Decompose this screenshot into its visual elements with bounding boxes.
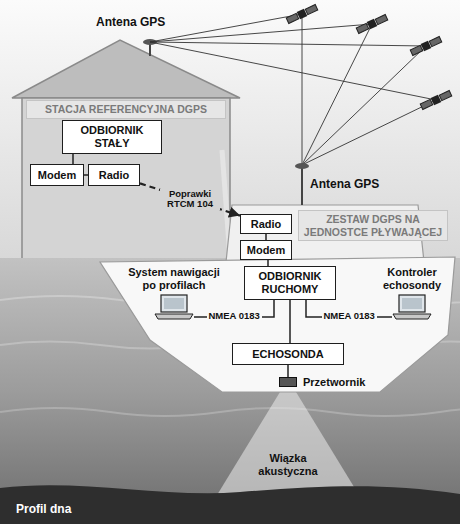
satellite-ray	[150, 42, 436, 100]
connector	[289, 300, 291, 343]
antenna-mast	[149, 44, 151, 56]
label-holder: Antena GPS	[310, 178, 379, 192]
laptop-screen	[399, 295, 425, 312]
connector	[72, 154, 74, 164]
reference-station: STACJA REFERENCYJNA DGPS ODBIORNIK STAŁY M…	[12, 92, 240, 192]
radio-box: Radio	[240, 214, 292, 234]
receiver-box: ODBIORNIK STAŁY	[62, 120, 162, 154]
laptop-screen	[161, 295, 187, 312]
wave	[0, 408, 460, 416]
label-holder: Profil dna	[16, 503, 71, 517]
heading-band: ZESTAW DGPS NA JEDNOSTCE PŁYWAJĄCEJ	[298, 210, 448, 241]
box-label: ECHOSONDA	[252, 348, 324, 361]
satellite-icon	[356, 14, 388, 35]
transducer-label: Przetwornik	[303, 376, 365, 388]
heading-band: STACJA REFERENCYJNA DGPS	[26, 100, 226, 119]
satellite-rays	[150, 14, 436, 165]
edge-label: Poprawki RTCM 104	[160, 189, 220, 211]
laptop-display	[164, 298, 184, 309]
satellite-ray	[150, 42, 426, 46]
satellite-ray	[302, 14, 303, 165]
box-label: ODBIORNIK STAŁY	[67, 124, 157, 149]
label-holder: NMEA 0183	[207, 311, 262, 322]
beam-label: Wiązka akustyczna	[248, 452, 328, 477]
laptop-icon	[154, 294, 194, 320]
house-roof	[12, 40, 240, 98]
antenna-mast	[301, 168, 303, 205]
laptop-display	[402, 298, 422, 309]
transducer-block	[279, 377, 297, 387]
satellite-icon	[286, 4, 318, 25]
satellite-icon	[420, 90, 452, 111]
seabed-label: Profil dna	[16, 503, 71, 517]
laptop-label: System nawigacji po profilach	[120, 266, 228, 292]
label-holder: Poprawki RTCM 104	[160, 189, 220, 211]
edge-label: NMEA 0183	[322, 311, 377, 322]
satellite-ray	[150, 14, 302, 42]
connector	[287, 365, 289, 377]
satellite-ray	[302, 100, 436, 165]
receiver-box: ODBIORNIK RUCHOMY	[244, 266, 336, 300]
label-holder: Wiązka akustyczna	[248, 452, 328, 477]
box-label: ODBIORNIK RUCHOMY	[249, 270, 331, 295]
satellite-ray	[302, 46, 426, 165]
seabed	[0, 485, 460, 524]
box-label: Radio	[251, 218, 282, 231]
box-label: Radio	[99, 169, 130, 182]
label-holder: Antena GPS	[96, 16, 165, 30]
laptop-icon	[392, 294, 432, 320]
sea	[0, 258, 460, 524]
laptop-station: Kontroler echosondy	[372, 266, 452, 320]
satellite-ray	[150, 24, 372, 42]
box-label: Modem	[247, 244, 286, 257]
acoustic-beam	[214, 392, 362, 500]
echosounder-box: ECHOSONDA	[232, 343, 344, 365]
laptop-keyboard	[155, 314, 193, 319]
connector	[140, 183, 240, 215]
antenna-label: Antena GPS	[310, 178, 379, 192]
house-wall	[22, 98, 230, 268]
modem-box: Modem	[30, 164, 84, 186]
edge-label: NMEA 0183	[207, 311, 262, 322]
connectors	[73, 154, 392, 377]
box-label: Modem	[38, 169, 77, 182]
satellite-ray	[302, 24, 372, 165]
vessel-hull	[100, 257, 455, 392]
laptop-keyboard	[393, 314, 431, 319]
label-holder: NMEA 0183	[322, 311, 377, 322]
gps-antenna	[295, 163, 309, 169]
modem-box: Modem	[240, 240, 292, 260]
antenna-label: Antena GPS	[96, 16, 165, 30]
radio-box: Radio	[88, 164, 140, 186]
vessel: ZESTAW DGPS NA JEDNOSTCE PŁYWAJĄCEJ Radio…	[100, 205, 455, 395]
transducer: Przetwornik	[279, 376, 369, 388]
laptop-label: Kontroler echosondy	[372, 266, 452, 292]
satellite-icon	[410, 36, 442, 57]
